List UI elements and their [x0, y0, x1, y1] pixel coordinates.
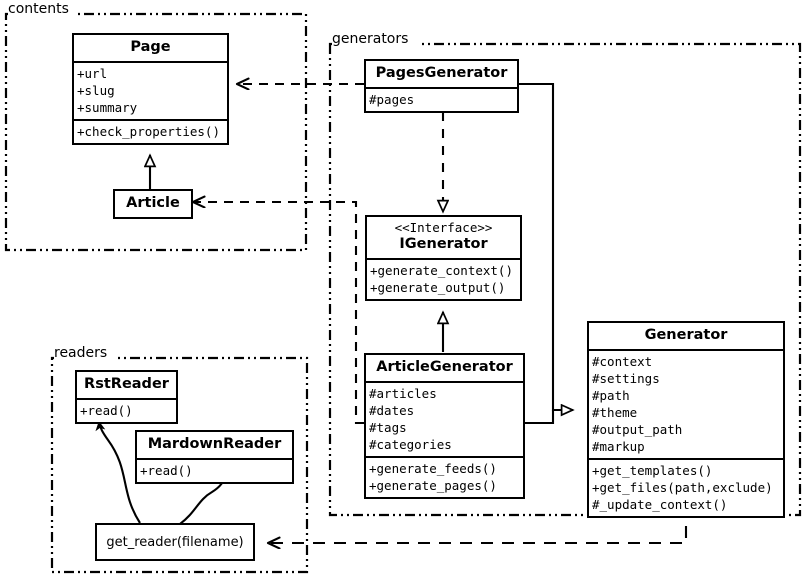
edge-pagesgenerator-inherits-generator — [519, 82, 573, 410]
method-update-context: #_update_context() — [592, 496, 728, 512]
class-stereotype-igenerator: <<Interface>> — [394, 220, 493, 235]
attribute-tags: #tags — [369, 419, 407, 435]
edge-generator-to-getreader — [268, 505, 688, 543]
attribute-articles: #articles — [369, 385, 437, 401]
attribute-url: +url — [77, 65, 108, 81]
class-methods-mardownreader: +read() — [137, 457, 292, 482]
package-label-generators: generators — [332, 31, 409, 47]
class-box-page[interactable]: Page +url +slug +summary +check_properti… — [72, 33, 229, 145]
class-name-pagesgenerator: PagesGenerator — [375, 65, 508, 81]
attribute-settings: #settings — [592, 370, 660, 386]
class-box-pagesgenerator[interactable]: PagesGenerator #pages — [364, 59, 519, 113]
class-box-rstreader[interactable]: RstReader +read() — [75, 370, 178, 424]
class-name-rstreader: RstReader — [84, 376, 169, 392]
package-label-cutouts — [8, 6, 420, 366]
class-name-igenerator-text: IGenerator — [399, 236, 488, 253]
class-attributes-pagesgenerator: #pages — [366, 86, 517, 111]
method-generate-context: +generate_context() — [370, 263, 513, 279]
class-name-mardownreader: MardownReader — [147, 436, 282, 452]
class-box-article[interactable]: Article — [113, 189, 193, 219]
attribute-context: #context — [592, 353, 653, 369]
class-methods-page: +check_properties() — [74, 118, 227, 143]
attribute-theme: #theme — [592, 404, 638, 420]
method-read-mardownreader: +read() — [140, 462, 193, 478]
attribute-markup: #markup — [592, 438, 645, 454]
package-label-contents: contents — [8, 1, 69, 17]
class-attributes-page: +url +slug +summary — [74, 60, 227, 119]
class-name-igenerator: <<Interface>> IGenerator — [367, 217, 520, 258]
method-get-files: +get_files(path,exclude) — [592, 479, 773, 495]
class-box-generator[interactable]: Generator #context #settings #path #them… — [587, 321, 785, 518]
method-generate-feeds: +generate_feeds() — [369, 460, 497, 476]
edge-getreader-to-rstreader — [95, 421, 141, 524]
package-frame-contents — [4, 12, 308, 252]
attribute-path: #path — [592, 387, 630, 403]
attribute-output-path: #output_path — [592, 421, 683, 437]
method-read-rstreader: +read() — [80, 402, 133, 418]
package-label-readers: readers — [54, 345, 108, 361]
method-check-properties: +check_properties() — [77, 123, 220, 139]
attribute-summary: +summary — [77, 99, 138, 115]
function-label-get-reader: get_reader(filename) — [106, 534, 244, 550]
class-methods-igenerator: +generate_context() +generate_output() — [367, 258, 520, 299]
attribute-slug: +slug — [77, 82, 115, 98]
class-box-igenerator[interactable]: <<Interface>> IGenerator +generate_conte… — [365, 215, 522, 302]
package-frames — [4, 12, 802, 574]
method-generate-pages: +generate_pages() — [369, 477, 497, 493]
edge-articlegenerator-to-article — [193, 202, 364, 425]
attribute-categories: #categories — [369, 436, 452, 452]
method-get-templates: +get_templates() — [592, 462, 713, 478]
attribute-pages: #pages — [369, 91, 415, 107]
class-name-articlegenerator: ArticleGenerator — [376, 359, 513, 375]
class-box-mardownreader[interactable]: MardownReader +read() — [135, 430, 294, 484]
class-attributes-generator: #context #settings #path #theme #output_… — [589, 348, 783, 458]
class-methods-articlegenerator: +generate_feeds() +generate_pages() — [366, 455, 523, 497]
edge-articlegenerator-inherits-generator — [524, 410, 555, 425]
package-frame-generators — [328, 42, 802, 517]
class-name-article: Article — [126, 195, 180, 211]
class-name-generator: Generator — [644, 327, 728, 343]
function-box-get-reader[interactable]: get_reader(filename) — [95, 523, 255, 561]
class-methods-rstreader: +read() — [77, 397, 176, 422]
class-name-page: Page — [130, 39, 171, 55]
class-box-articlegenerator[interactable]: ArticleGenerator #articles #dates #tags … — [364, 353, 525, 499]
class-attributes-articlegenerator: #articles #dates #tags #categories — [366, 380, 523, 456]
method-generate-output: +generate_output() — [370, 280, 506, 296]
attribute-dates: #dates — [369, 402, 415, 418]
relationship-edges — [95, 82, 688, 543]
class-methods-generator: +get_templates() +get_files(path,exclude… — [589, 457, 783, 516]
